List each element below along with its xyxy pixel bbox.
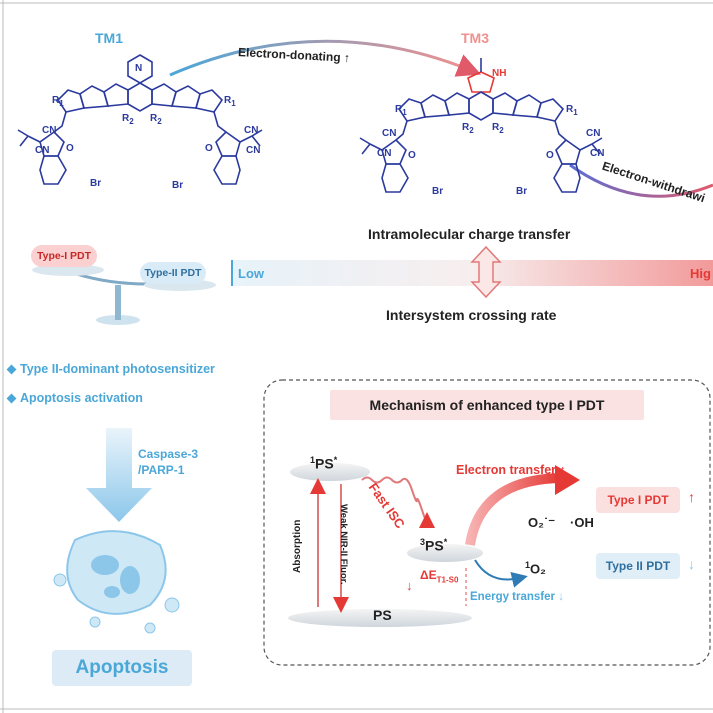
electron-transfer-arrowhead: [555, 465, 580, 495]
s1-level: [290, 463, 370, 481]
tm3-atom-o-right: O: [546, 150, 554, 161]
apoptosis-box: [52, 650, 192, 686]
ps1-label: 1PS*: [310, 455, 338, 472]
tm1-molecule: [17, 54, 263, 185]
s0-level: [288, 609, 472, 627]
hydroxyl-label: ·OH: [570, 515, 594, 530]
type2-pdt-pill: Type-II PDT: [140, 262, 206, 284]
isc-wavy-arrow: [361, 476, 435, 529]
electron-transfer-label: Electron transfer ↑: [456, 463, 566, 477]
tm1-atom-cn-3: CN: [244, 125, 259, 136]
singlet-oxygen-label: 1O₂: [525, 560, 546, 577]
tm3-atom-r1-left: R1: [395, 104, 407, 117]
tm1-atom-br-left: Br: [90, 178, 102, 189]
tm3-atom-r2-left: R2: [462, 122, 474, 135]
delta-e-label: ΔET1-S0: [420, 568, 459, 585]
intersystem-crossing-label: Intersystem crossing rate: [386, 307, 557, 323]
tm1-atom-r2-right: R2: [150, 113, 162, 126]
type1-pdt-pill: Type-I PDT: [31, 245, 97, 267]
type1-pdt-label: Type I PDT: [607, 493, 669, 507]
weak-fluorescence-label: Weak NIR-II Fluor.: [338, 504, 349, 585]
tm3-atom-r1-right: R1: [566, 104, 578, 117]
down-arrow-icon: [86, 428, 152, 522]
absorption-label: Absorption: [292, 519, 303, 573]
type2-down-arrow: ↓: [688, 556, 695, 572]
mechanism-title: Mechanism of enhanced type I PDT: [369, 397, 605, 413]
tm3-molecule: [359, 58, 603, 193]
scale-low-label: Low: [238, 266, 264, 281]
caspase-label: Caspase-3/PARP-1: [138, 447, 199, 477]
tm1-atom-cn-2: CN: [35, 145, 50, 156]
ps3-label: 3PS*: [420, 537, 448, 554]
ps0-label: PS: [373, 607, 392, 623]
bullet-diamond-2: [6, 393, 17, 404]
type2-pdt-box: [596, 553, 680, 579]
tm3-label: TM3: [461, 30, 489, 46]
tm3-atom-r2-right: R2: [492, 122, 504, 135]
tm3-atom-br-right: Br: [516, 186, 528, 197]
mechanism-panel: [263, 379, 711, 666]
apoptosis-label: Apoptosis: [75, 657, 169, 678]
type1-pdt-box: [596, 487, 680, 513]
tm3-atom-nh: NH: [492, 68, 507, 79]
balance-scale-icon: [32, 264, 216, 325]
tm1-atom-cn-4: CN: [246, 145, 261, 156]
delta-e-down-arrow: ↓: [406, 578, 413, 593]
scale-high-label: Hig: [690, 266, 711, 281]
double-arrow-icon: [470, 245, 502, 299]
energy-transfer-label: Energy transfer ↓: [470, 591, 564, 603]
type1-up-arrow: ↑: [688, 489, 695, 505]
mechanism-title-box: [330, 390, 644, 420]
superoxide-label: O₂˙⁻: [528, 515, 556, 530]
tm1-atom-o-left: O: [66, 143, 74, 154]
tm3-atom-cn-2: CN: [377, 148, 392, 159]
t1-level: [407, 544, 483, 562]
energy-transfer-arc: [474, 559, 528, 588]
bullet-diamond-1: [6, 364, 17, 375]
tm1-atom-br-right: Br: [172, 180, 184, 191]
apoptotic-cell-icon: [53, 530, 180, 634]
tm3-atom-o-left: O: [408, 150, 416, 161]
tm1-atom-r1-right: R1: [224, 95, 236, 108]
tm3-atom-cn-3: CN: [586, 128, 601, 139]
intramolecular-charge-transfer-label: Intramolecular charge transfer: [368, 226, 571, 242]
tm3-atom-cn-4: CN: [590, 148, 605, 159]
tm3-atom-br-left: Br: [432, 186, 444, 197]
type2-pdt-label: Type II PDT: [605, 559, 671, 573]
tm1-atom-n: N: [135, 63, 143, 74]
bullet-apoptosis-activation: Apoptosis activation: [20, 391, 143, 405]
electron-transfer-arc: [465, 473, 561, 546]
tm1-atom-r2-left: R2: [122, 113, 134, 126]
tm1-label: TM1: [95, 30, 123, 46]
electron-donating-arc: [169, 39, 482, 77]
tm1-atom-cn-1: CN: [42, 125, 57, 136]
tm1-atom-o-right: O: [205, 143, 213, 154]
electron-withdrawing-arc: [569, 163, 713, 198]
tm1-atom-r1-left: R1: [52, 95, 64, 108]
tm3-atom-cn-1: CN: [382, 128, 397, 139]
bullet-type2-dominant: Type II-dominant photosensitizer: [20, 362, 215, 376]
